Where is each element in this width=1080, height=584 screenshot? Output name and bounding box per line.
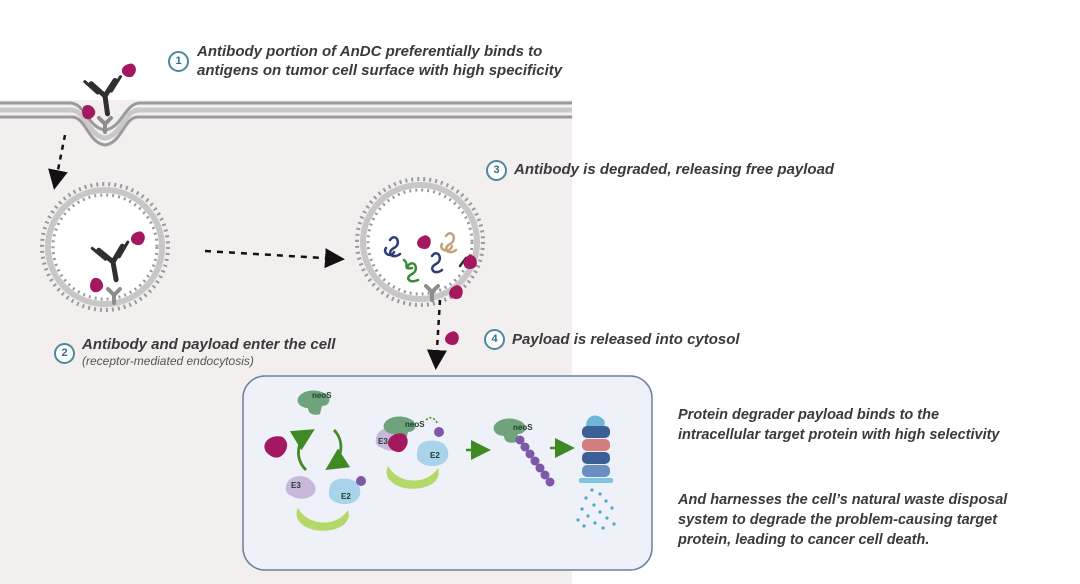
svg-text:E2: E2 xyxy=(430,451,440,460)
svg-text:E2: E2 xyxy=(341,492,351,501)
cycle-arrow-left xyxy=(289,429,315,472)
svg-text:E3: E3 xyxy=(291,481,301,490)
cul-scaffold-left xyxy=(296,508,349,531)
target-protein-tagged xyxy=(493,418,526,443)
e2-enzyme-middle xyxy=(416,440,449,467)
step-4-badge: 4 xyxy=(484,329,505,350)
endosome-1 xyxy=(40,182,170,312)
step-2-sublabel: (receptor-mediated endocytosis) xyxy=(82,354,254,368)
side-note-binding: Protein degrader payload binds to the in… xyxy=(678,407,1000,443)
svg-text:neoS: neoS xyxy=(312,391,332,400)
step-4-label: Payload is released into cytosol xyxy=(512,331,740,348)
step-2-badge: 2 xyxy=(54,343,75,364)
step-2-label: Antibody and payload enter the cell xyxy=(82,336,336,353)
svg-text:neoS: neoS xyxy=(405,420,425,429)
side-note-degradation: And harnesses the cell’s natural waste d… xyxy=(678,492,1008,548)
degraded-antibody-fragments xyxy=(383,232,468,283)
proteasome xyxy=(579,415,613,483)
cul-scaffold-middle xyxy=(386,466,439,489)
target-protein-left xyxy=(297,390,330,415)
svg-text:E3: E3 xyxy=(378,437,388,446)
svg-text:neoS: neoS xyxy=(513,423,533,432)
step-1-badge: 1 xyxy=(168,51,189,72)
peptide-fragments xyxy=(576,488,616,530)
step-3-label: Antibody is degraded, releasing free pay… xyxy=(514,161,835,178)
e3-ligase-left xyxy=(285,476,316,499)
e2-enzyme-left xyxy=(328,478,361,505)
step-1-label: Antibody portion of AnDC preferentially … xyxy=(197,43,563,79)
target-protein-middle xyxy=(383,416,416,441)
step-3-badge: 3 xyxy=(486,160,507,181)
ubiquitin-chain xyxy=(515,435,555,487)
cycle-arrow-right xyxy=(325,429,351,471)
